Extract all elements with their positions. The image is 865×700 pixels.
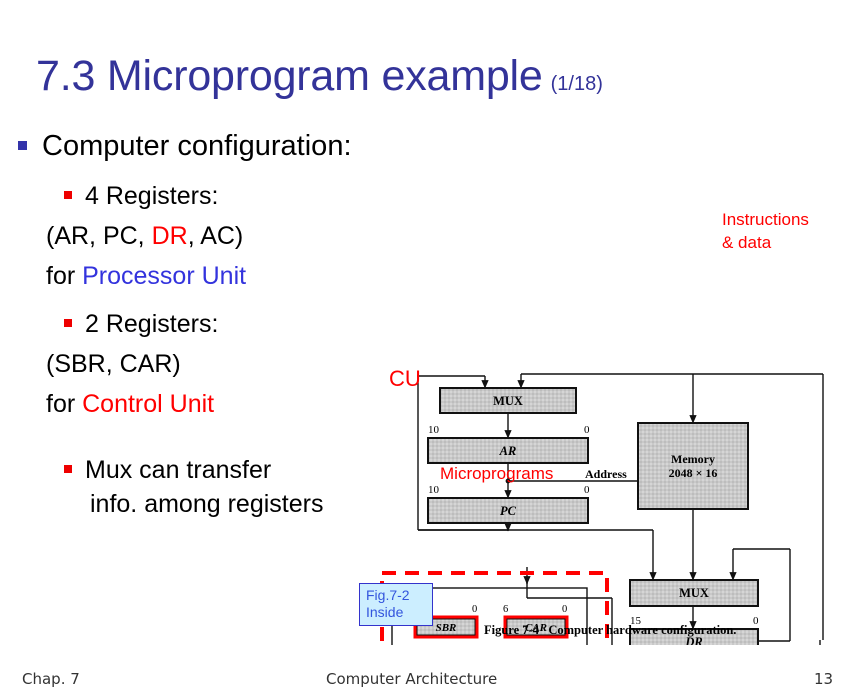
bullet-level2-2-registers: 2 Registers: bbox=[64, 310, 218, 339]
bullet-level2-mux-transfer: Mux can transfer bbox=[64, 456, 271, 485]
block-dr: DR 15 0 bbox=[629, 615, 759, 645]
block-mux-mid: MUX bbox=[629, 579, 759, 607]
text-for-b: for bbox=[46, 390, 83, 418]
text-mux-transfer-line2: info. among registers bbox=[90, 490, 324, 518]
page-title: 7.3 Microprogram example (1/18) bbox=[36, 52, 603, 101]
label-address: Address bbox=[585, 467, 627, 481]
bullet-level2-4-registers: 4 Registers: bbox=[64, 182, 218, 211]
text-processor-unit: Processor Unit bbox=[82, 262, 247, 290]
block-dr-label: DR bbox=[684, 635, 702, 645]
label-dr-hi: 15 bbox=[630, 615, 642, 627]
text-register-dr: DR bbox=[151, 222, 188, 250]
annotation-instructions-line2: & data bbox=[722, 233, 772, 252]
text-for-control-unit: for Control Unit bbox=[46, 390, 214, 419]
block-memory-label-2: 2048 × 16 bbox=[669, 466, 718, 480]
text-for-a: for bbox=[46, 262, 83, 290]
label-pc-lo: 0 bbox=[584, 484, 590, 496]
block-mux-top: MUX bbox=[439, 387, 577, 414]
footer-page-number: 13 bbox=[814, 670, 834, 688]
footer-course: Computer Architecture bbox=[326, 670, 498, 688]
text-control-unit: Control Unit bbox=[82, 390, 215, 418]
block-ar: AR 10 0 bbox=[427, 424, 590, 464]
annotation-instructions-and-data: Instructions & data bbox=[722, 208, 809, 254]
block-ar-label: AR bbox=[499, 444, 517, 458]
text-registers-list: (AR, PC, DR, AC) bbox=[46, 222, 243, 251]
block-pc-label: PC bbox=[500, 504, 517, 518]
bullet-level1-computer-configuration: Computer configuration: bbox=[18, 130, 352, 163]
callout-line1: Fig.7-2 bbox=[366, 587, 410, 603]
text-registers-list-a: (AR, PC, bbox=[46, 222, 152, 250]
annotation-microprograms: Microprograms bbox=[440, 464, 554, 483]
callout-fig-7-2-inside: Fig.7-2 Inside bbox=[359, 583, 433, 626]
bullet-square-blue-icon bbox=[18, 141, 27, 150]
bullet-level2-label-4registers: 4 Registers: bbox=[85, 182, 219, 210]
text-sbr-car: (SBR, CAR) bbox=[46, 350, 181, 378]
footer-chapter: Chap. 7 bbox=[22, 670, 80, 688]
label-sbr-lo: 0 bbox=[472, 604, 477, 615]
control-unit-box bbox=[391, 587, 588, 645]
block-sbr-label: SBR bbox=[436, 622, 457, 634]
text-registers-list-b: , AC) bbox=[187, 222, 244, 250]
bullet-square-red-icon bbox=[64, 191, 72, 199]
callout-line2: Inside bbox=[366, 604, 404, 620]
page-title-main: 7.3 Microprogram example bbox=[36, 52, 543, 100]
figure-caption: Figure 7-4 Computer hardware configurati… bbox=[484, 623, 736, 638]
figure-caption-label: Figure 7-4 bbox=[484, 623, 539, 637]
block-mux-mid-label: MUX bbox=[679, 586, 709, 600]
block-mux-top-label: MUX bbox=[493, 394, 523, 408]
annotation-cu: CU bbox=[389, 366, 421, 391]
page-title-sub: (1/18) bbox=[550, 73, 603, 95]
block-car-label: CAR bbox=[525, 622, 547, 634]
label-pc-hi: 10 bbox=[428, 484, 440, 496]
bullet-level2-label-2registers: 2 Registers: bbox=[85, 310, 219, 338]
label-car-lo: 0 bbox=[562, 604, 567, 615]
figure-caption-text: Computer hardware configuration. bbox=[548, 623, 737, 637]
block-pc: PC 10 0 bbox=[427, 484, 590, 524]
label-ar-lo: 0 bbox=[584, 424, 590, 436]
bullet-level1-label: Computer configuration: bbox=[42, 130, 352, 162]
bullet-square-red-icon bbox=[64, 465, 72, 473]
label-car-hi: 6 bbox=[503, 604, 508, 615]
bullet-level2-label-mux: Mux can transfer bbox=[85, 456, 272, 484]
text-for-processor-unit: for Processor Unit bbox=[46, 262, 246, 291]
diagram-svg: MUX AR 10 0 PC 10 0 Address Memory 2048 … bbox=[380, 373, 824, 645]
label-ar-hi: 10 bbox=[428, 424, 440, 436]
label-dr-lo: 0 bbox=[753, 615, 759, 627]
block-car: CAR 6 0 bbox=[503, 604, 569, 639]
bullet-square-red-icon bbox=[64, 319, 72, 327]
annotation-instructions-line1: Instructions bbox=[722, 210, 809, 229]
block-memory: Memory 2048 × 16 bbox=[637, 422, 749, 510]
computer-hardware-diagram: MUX AR 10 0 PC 10 0 Address Memory 2048 … bbox=[380, 185, 850, 645]
block-memory-label-1: Memory bbox=[671, 452, 715, 466]
